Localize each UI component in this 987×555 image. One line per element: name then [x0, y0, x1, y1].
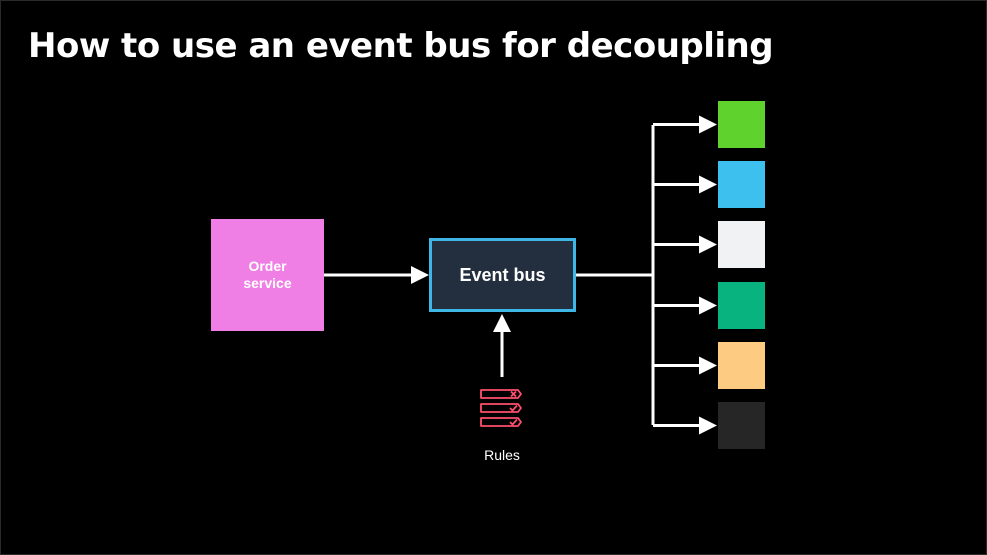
order-service-box: Order service [211, 219, 324, 331]
event-bus-box: Event bus [429, 238, 576, 312]
target-white [718, 221, 765, 268]
target-green [718, 101, 765, 148]
fanout-branches [653, 115, 717, 435]
slide-title: How to use an event bus for decoupling [28, 26, 774, 66]
order-service-label: Order service [243, 258, 292, 291]
target-blue [718, 161, 765, 208]
target-orange [718, 342, 765, 389]
rules-list-icon [480, 389, 522, 427]
target-teal [718, 282, 765, 329]
event-bus-label: Event bus [459, 264, 546, 285]
rules-label: Rules [484, 447, 520, 463]
target-dark [718, 402, 765, 449]
